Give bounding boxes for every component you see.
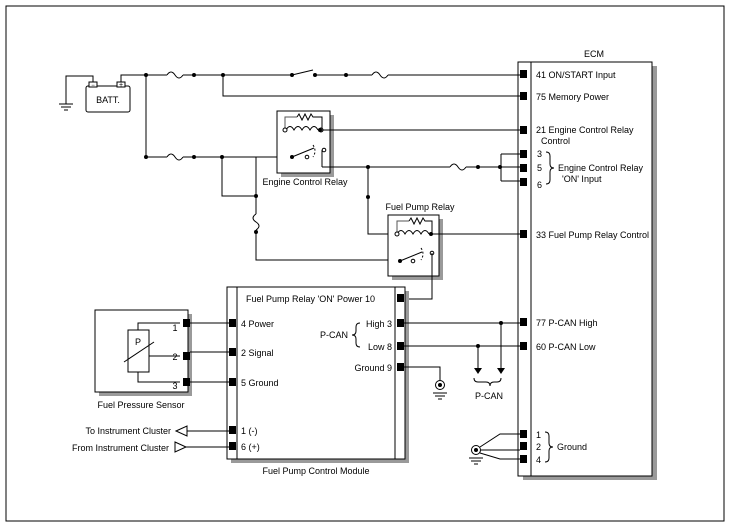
ecm-pin-60: 60 P-CAN Low bbox=[536, 342, 596, 352]
ecm-pin-21-line2: Control bbox=[541, 136, 570, 146]
fuse-icon bbox=[166, 71, 184, 79]
ecm-pin-5: 5 bbox=[537, 163, 542, 173]
arrow-right-icon bbox=[174, 441, 188, 453]
sensor-pin-1: 1 bbox=[172, 323, 177, 333]
engine-control-relay-label: Engine Control Relay bbox=[262, 177, 348, 187]
arrow-left-icon bbox=[174, 425, 188, 437]
fpcm-pin-1: 1 (-) bbox=[241, 426, 258, 436]
sensor-label: Fuel Pressure Sensor bbox=[97, 400, 184, 410]
fuel-pump-relay: Fuel Pump Relay bbox=[385, 202, 520, 300]
chassis-ground-icon bbox=[59, 103, 73, 111]
ecm-ground-pin-4: 4 bbox=[536, 455, 541, 465]
ecm-ground-wiring bbox=[469, 433, 520, 465]
ecm-pin-41: 41 ON/START Input bbox=[536, 70, 616, 80]
pcan-bus-label: P-CAN bbox=[475, 391, 503, 401]
battery-wiring bbox=[120, 69, 520, 161]
fpcm-ground-icon bbox=[433, 392, 447, 400]
instrument-cluster-wiring: To Instrument Cluster From Instrument Cl… bbox=[72, 425, 229, 453]
battery-positive-icon: + bbox=[119, 82, 123, 89]
fpcm-signal: 2 Signal bbox=[241, 348, 274, 358]
fuel-pump-control-module: Fuel Pump Relay 'ON' Power 10 4 Power 2 … bbox=[226, 286, 409, 476]
fuse-icon bbox=[166, 153, 184, 161]
wire-crossover-icon bbox=[252, 213, 260, 231]
engine-control-relay: Engine Control Relay bbox=[262, 110, 520, 187]
ecr-output-wiring bbox=[221, 153, 520, 261]
fpcm-label: Fuel Pump Control Module bbox=[262, 466, 369, 476]
ecm-pin-33: 33 Fuel Pump Relay Control bbox=[536, 230, 649, 240]
pcan-wiring: P-CAN bbox=[404, 321, 520, 401]
ecm-pin-3: 3 bbox=[537, 149, 542, 159]
ecm-pin-77: 77 P-CAN High bbox=[536, 318, 598, 328]
ecm-pin-6: 6 bbox=[537, 180, 542, 190]
sensor-pin-2: 2 bbox=[172, 352, 177, 362]
ecm-title: ECM bbox=[584, 49, 604, 59]
battery: BATT. − + bbox=[59, 75, 131, 113]
ecm-ground-pin-2: 2 bbox=[536, 442, 541, 452]
from-instrument-cluster: From Instrument Cluster bbox=[72, 443, 169, 453]
fuse-icon bbox=[371, 71, 389, 79]
fpcm-can-high: High 3 bbox=[366, 319, 392, 329]
fpcm-ground-9: Ground 9 bbox=[354, 363, 392, 373]
fpcm-relay-on-power: Fuel Pump Relay 'ON' Power 10 bbox=[246, 294, 375, 304]
battery-negative-icon: − bbox=[91, 83, 95, 89]
fpcm-can-low: Low 8 bbox=[368, 342, 392, 352]
ecm-ground-icon bbox=[469, 457, 483, 465]
fpcm-power: 4 Power bbox=[241, 319, 274, 329]
sensor-symbol-p: P bbox=[135, 337, 141, 347]
battery-label: BATT. bbox=[96, 95, 120, 105]
ecm-ground-pin-1: 1 bbox=[536, 430, 541, 440]
ecm-pin-75: 75 Memory Power bbox=[536, 92, 609, 102]
ignition-switch-icon bbox=[291, 69, 314, 76]
diagram-frame bbox=[5, 5, 725, 522]
fpcm-pcan-label: P-CAN bbox=[320, 330, 348, 340]
sensor-wiring bbox=[190, 322, 229, 383]
ecm-ground-label: Ground bbox=[557, 442, 587, 452]
fuse-icon bbox=[449, 163, 467, 171]
to-instrument-cluster: To Instrument Cluster bbox=[85, 426, 171, 436]
ecm-pin-21: 21 Engine Control Relay bbox=[536, 125, 634, 135]
ecm-block: ECM 41 ON/START Input 75 Memory Power 21… bbox=[517, 49, 657, 480]
fuel-pressure-sensor: P 1 2 3 Fuel Pressure Sensor bbox=[94, 309, 192, 410]
fpcm-ground-5: 5 Ground bbox=[241, 378, 279, 388]
ecm-ecr-on-input: Engine Control Relay bbox=[558, 163, 644, 173]
ecm-ecr-on-input-line2: 'ON' Input bbox=[562, 174, 602, 184]
fpcm-pin-6: 6 (+) bbox=[241, 442, 260, 452]
fuel-pump-relay-label: Fuel Pump Relay bbox=[385, 202, 455, 212]
sensor-pin-3: 3 bbox=[172, 381, 177, 391]
